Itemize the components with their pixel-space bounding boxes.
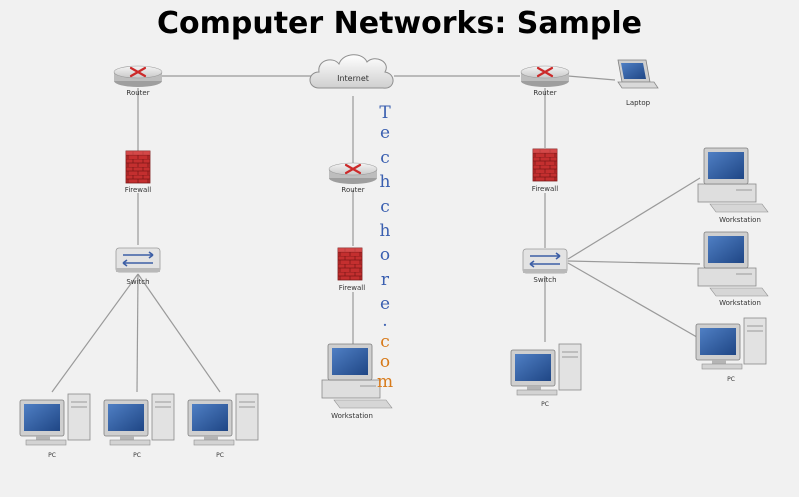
firewall-label: Firewall (532, 185, 558, 193)
pc-icon (103, 393, 175, 446)
watermark-letter: e (380, 294, 390, 314)
watermark-letter: . (382, 311, 387, 331)
firewall-icon (125, 150, 151, 184)
pc-label: PC (541, 401, 549, 408)
watermark-letter: r (381, 270, 390, 290)
pc-label: PC (48, 452, 56, 459)
router-label: Router (341, 186, 364, 194)
internet-cloud (309, 54, 394, 89)
firewall-icon (532, 148, 558, 182)
internet-label: Internet (337, 74, 369, 83)
firewall-icon (337, 247, 363, 281)
router-label: Router (533, 89, 556, 97)
pc-icon (510, 343, 582, 396)
pc-label: PC (133, 452, 141, 459)
switch-label: Switch (126, 278, 149, 286)
pc-icon (695, 317, 767, 370)
router-icon (112, 64, 164, 89)
pc-icon (19, 393, 91, 446)
router-label: Router (126, 89, 149, 97)
watermark-letter: T (379, 103, 391, 123)
laptop-icon (617, 59, 659, 89)
router-icon (519, 64, 571, 89)
watermark: T e c h c h o r e . c o m (377, 103, 393, 392)
switch-label: Switch (533, 276, 556, 284)
workstation-label: Workstation (331, 412, 373, 420)
watermark-letter: o (380, 245, 390, 265)
switch-icon (522, 248, 568, 274)
watermark-letter: c (380, 148, 390, 168)
diagram-title: Computer Networks: Sample (156, 6, 643, 41)
workstation-icon (697, 147, 769, 213)
workstation-label: Workstation (719, 216, 761, 224)
workstation-label: Workstation (719, 299, 761, 307)
watermark-letter: c (380, 332, 390, 352)
laptop-label: Laptop (626, 99, 651, 107)
pc-icon (187, 393, 259, 446)
watermark-letter: h (380, 172, 391, 192)
pc-label: PC (216, 452, 224, 459)
watermark-letter: o (380, 352, 390, 372)
pc-label: PC (727, 376, 735, 383)
watermark-letter: c (380, 197, 390, 217)
watermark-letter: e (380, 123, 390, 143)
switch-icon (115, 247, 161, 273)
workstation-icon (697, 231, 769, 297)
connection-lines (51, 75, 703, 393)
firewall-label: Firewall (125, 186, 151, 194)
firewall-label: Firewall (339, 284, 365, 292)
router-icon (327, 161, 379, 186)
watermark-letter: h (380, 221, 391, 241)
watermark-letter: m (377, 372, 393, 392)
